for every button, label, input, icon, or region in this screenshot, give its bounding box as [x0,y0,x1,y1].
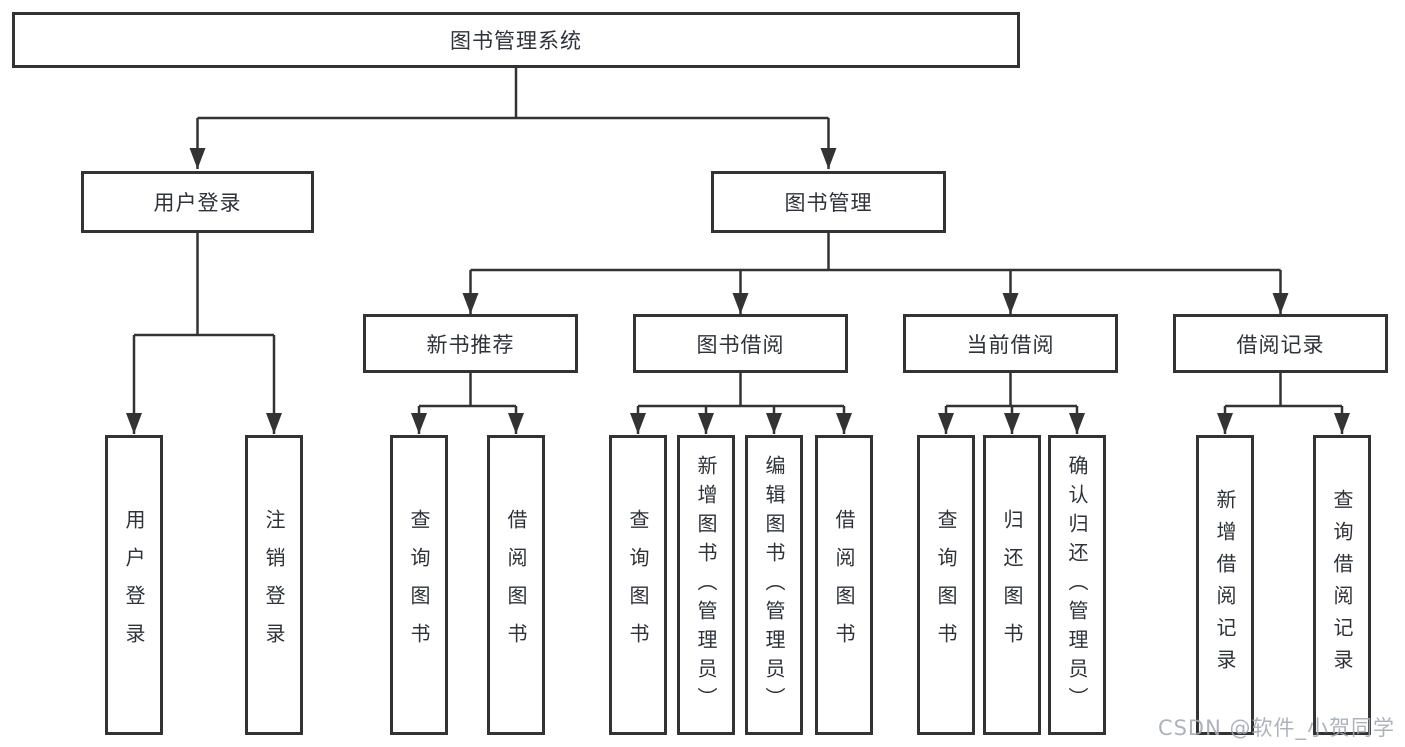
branch-borrow-records [1217,373,1350,434]
leaf-label: 确认归还（管理员） [1065,454,1089,716]
node-label: 图书管理 [784,191,873,215]
leaf-add-borrow-record: 新增借阅记录 [1196,435,1254,735]
leaf-current-query-books: 查询图书 [917,435,975,735]
leaf-label: 查询图书 [934,509,958,661]
leaf-label: 查询图书 [626,509,650,661]
branch-current-borrow [938,373,1085,434]
branch-root [189,68,837,169]
node-label: 借阅记录 [1236,332,1325,357]
leaf-recommend-borrow-books: 借阅图书 [487,435,545,735]
node-label: 当前借阅 [966,332,1055,357]
node-label: 图书管理系统 [450,29,582,53]
leaf-add-books-admin: 新增图书（管理员） [677,435,735,735]
leaf-label: 用户登录 [122,509,146,661]
node-label: 图书借阅 [696,332,785,357]
node-label: 新书推荐 [426,332,515,357]
leaf-user-login: 用户登录 [105,435,163,735]
leaf-query-borrow-record: 查询借阅记录 [1313,435,1371,735]
node-library-management-system: 图书管理系统 [12,12,1020,68]
leaf-edit-books-admin: 编辑图书（管理员） [745,435,803,735]
leaf-label: 归还图书 [1000,509,1024,661]
branch-book-borrow [630,373,852,434]
leaf-borrow-books: 借阅图书 [815,435,873,735]
branch-new-book-recommend [411,373,524,434]
leaf-label: 查询借阅记录 [1330,489,1354,681]
node-user-login: 用户登录 [81,171,314,233]
node-book-borrow: 图书借阅 [633,314,848,373]
leaf-return-books: 归还图书 [983,435,1041,735]
leaf-logout: 注销登录 [245,435,303,735]
leaf-label: 新增图书（管理员） [694,454,718,716]
leaf-borrow-query-books: 查询图书 [609,435,667,735]
leaf-confirm-return-admin: 确认归还（管理员） [1048,435,1106,735]
leaf-label: 查询图书 [407,509,431,661]
leaf-label: 注销登录 [262,509,286,661]
leaf-label: 编辑图书（管理员） [762,454,786,716]
node-label: 用户登录 [153,191,242,215]
leaf-label: 借阅图书 [832,509,856,661]
csdn-watermark: CSDN @软件_小贺同学 [1157,716,1395,740]
node-current-borrow: 当前借阅 [903,314,1118,373]
node-new-book-recommend: 新书推荐 [363,314,578,373]
branch-book-management [462,233,1289,314]
leaf-label: 新增借阅记录 [1213,489,1237,681]
node-borrow-records: 借阅记录 [1173,314,1388,373]
leaf-recommend-query-books: 查询图书 [390,435,448,735]
branch-user-login [126,233,282,434]
node-book-management: 图书管理 [711,171,946,233]
leaf-label: 借阅图书 [504,509,528,661]
